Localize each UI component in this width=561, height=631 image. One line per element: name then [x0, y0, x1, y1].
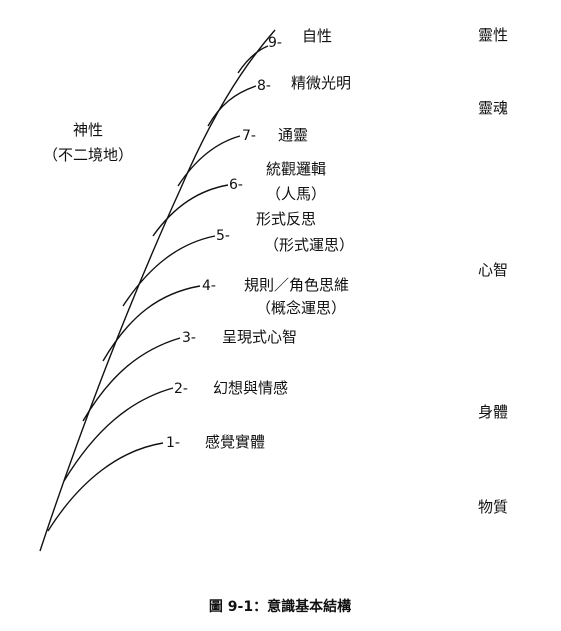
level-6-number: 6- — [229, 177, 243, 193]
level-3-number: 3- — [182, 330, 196, 346]
level-2-label: 幻想與情感 — [213, 379, 288, 397]
branch-curve-5 — [122, 235, 216, 307]
right-label-body: 身體 — [478, 403, 508, 421]
level-5-label: 形式反思 — [256, 210, 316, 228]
branch-curve-7 — [177, 135, 241, 187]
level-8-label: 精微光明 — [291, 74, 351, 92]
level-7-number: 7- — [242, 128, 256, 144]
level-1-number: 1- — [166, 435, 180, 451]
level-8-number: 8- — [257, 78, 271, 94]
branch-curve-1 — [47, 442, 164, 532]
level-3-label: 呈現式心智 — [222, 328, 297, 346]
level-1-label: 感覺實體 — [205, 433, 265, 451]
branch-curve-4 — [102, 285, 201, 362]
branch-curve-8 — [207, 85, 257, 127]
branch-curve-9 — [237, 45, 269, 74]
level-9-number: 9- — [268, 35, 282, 51]
level-6-sublabel: （人馬） — [266, 185, 326, 203]
level-7-label: 通靈 — [278, 126, 308, 144]
level-5-number: 5- — [216, 228, 230, 244]
right-label-spirit: 靈性 — [478, 26, 508, 44]
branch-curve-6 — [152, 184, 229, 237]
main-spine-curve — [39, 29, 276, 552]
level-9-label: 自性 — [302, 27, 332, 45]
branch-curve-3 — [82, 337, 181, 422]
level-4-sublabel: （概念運思） — [256, 299, 346, 317]
right-label-mind: 心智 — [478, 261, 508, 279]
level-4-number: 4- — [202, 278, 216, 294]
level-6-label: 統觀邏輯 — [266, 160, 326, 178]
level-2-number: 2- — [174, 381, 188, 397]
divinity-title: 神性 — [73, 121, 103, 139]
branch-curve-2 — [63, 387, 174, 482]
right-label-matter: 物質 — [478, 498, 508, 516]
right-label-soul: 靈魂 — [478, 99, 508, 117]
level-5-sublabel: （形式運思） — [264, 236, 354, 254]
level-4-label: 規則／角色思維 — [244, 276, 349, 294]
figure-caption: 圖 9-1：意識基本結構 — [209, 598, 351, 615]
divinity-subtitle: （不二境地） — [43, 146, 133, 164]
